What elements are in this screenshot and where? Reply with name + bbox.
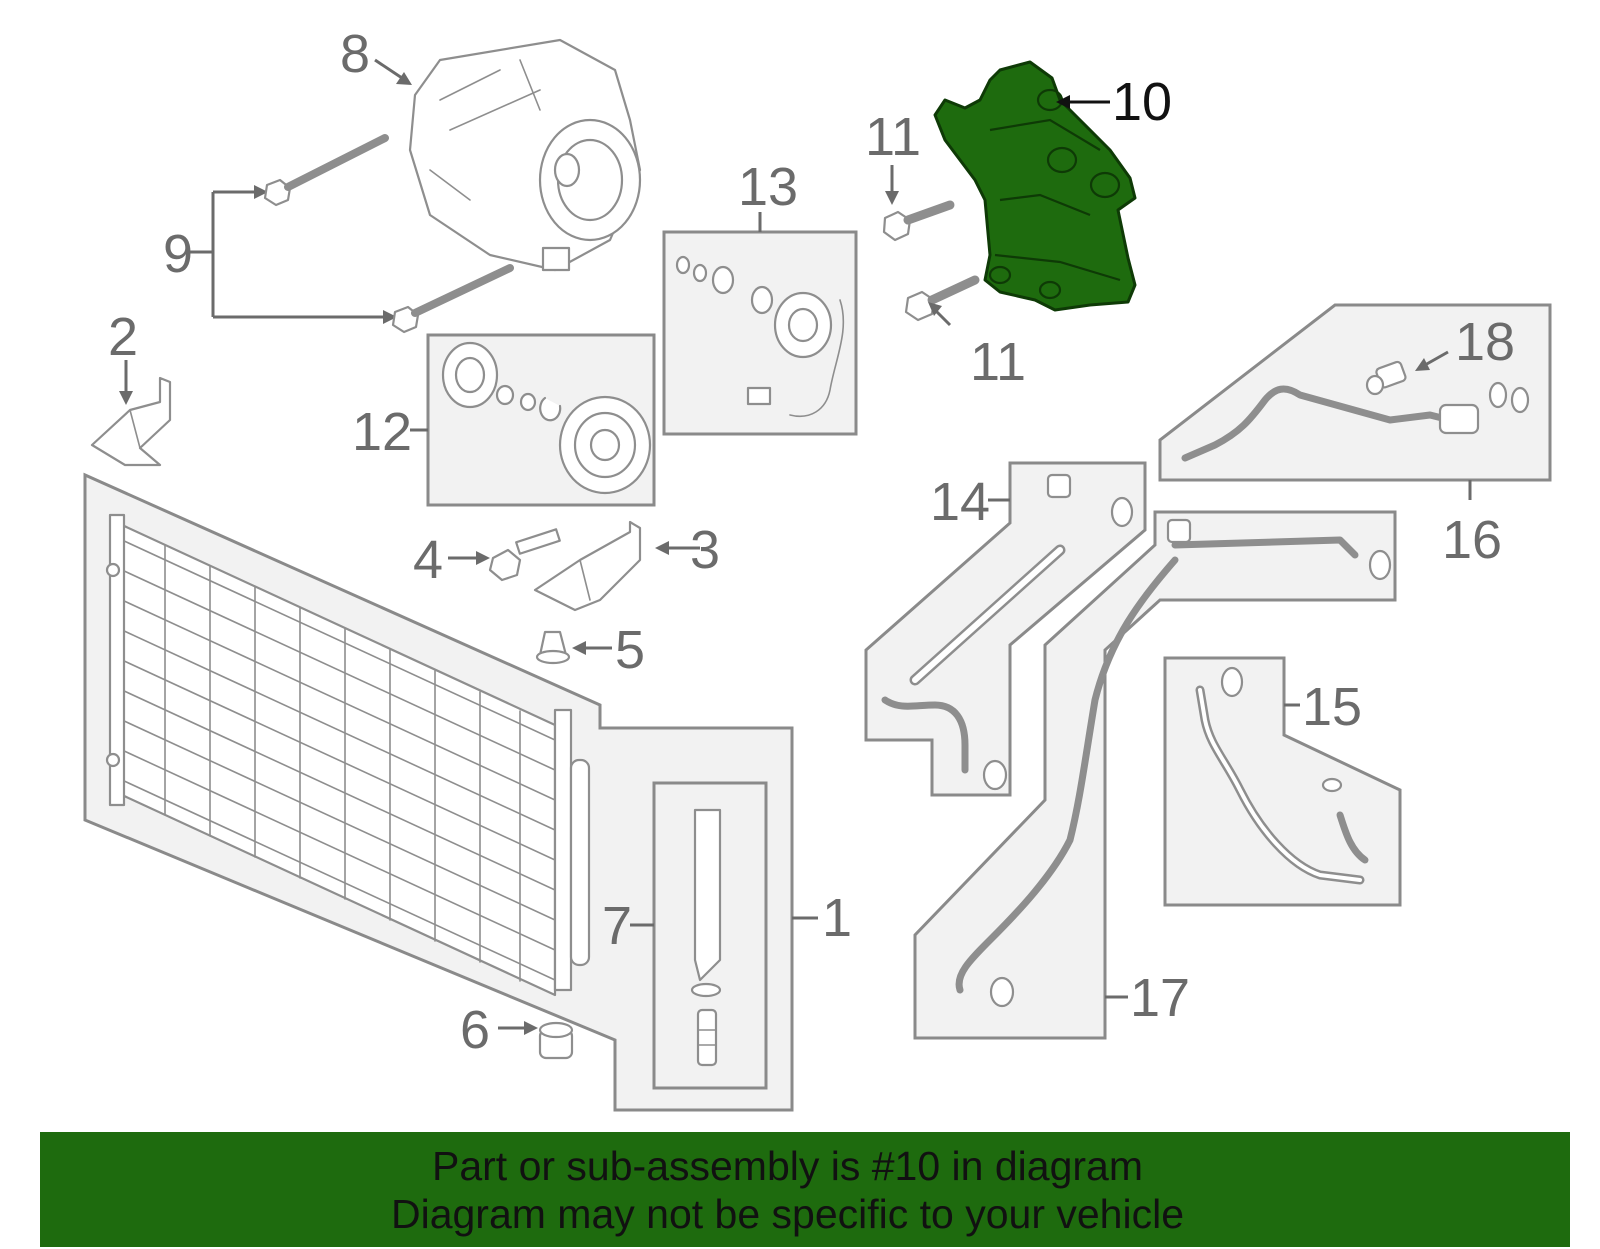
callout-9: 9 — [163, 224, 193, 284]
mount-6 — [538, 1021, 574, 1060]
clutch-kit — [441, 341, 652, 495]
callout-18: 18 — [1455, 312, 1515, 372]
compressor — [408, 38, 642, 272]
callout-15: 15 — [1302, 677, 1362, 737]
callout-13: 13 — [738, 157, 798, 217]
callout-5: 5 — [615, 620, 645, 680]
banner-line-2: Diagram may not be specific to your vehi… — [390, 1191, 1184, 1237]
callout-8: 8 — [340, 24, 370, 84]
callout-7: 7 — [602, 896, 632, 956]
callout-17: 17 — [1130, 968, 1190, 1028]
leaders — [119, 58, 1472, 1035]
suction-line-panel — [913, 510, 1397, 1040]
callout-6: 6 — [460, 1000, 490, 1060]
discharge-hose-panel — [864, 461, 1147, 797]
callout-10: 10 — [1112, 72, 1172, 132]
bracket-2 — [90, 376, 172, 467]
bracket-3 — [533, 520, 642, 612]
condenser — [105, 513, 591, 997]
coil-kit — [675, 255, 845, 417]
callout-2: 2 — [108, 307, 138, 367]
bolt-11-lower — [904, 275, 980, 322]
bolt-11-upper — [882, 200, 955, 242]
callout-4: 4 — [413, 530, 443, 590]
callout-11-upper: 11 — [865, 107, 921, 167]
compressor-bracket-10 — [933, 60, 1137, 312]
callout-16: 16 — [1442, 510, 1502, 570]
bolts-9 — [188, 134, 514, 334]
bolt-4 — [488, 528, 561, 582]
banner-line-1: Part or sub-assembly is #10 in diagram — [432, 1143, 1143, 1189]
callout-3: 3 — [690, 520, 720, 580]
callout-11-lower: 11 — [970, 332, 1026, 392]
discharge-hose — [881, 473, 1134, 791]
callout-12: 12 — [352, 402, 412, 462]
parts-diagram: 1 2 3 4 5 6 7 8 9 10 11 11 12 13 14 15 1… — [83, 24, 1552, 1112]
pressure-switch-18 — [1365, 360, 1407, 396]
suction-line — [955, 518, 1392, 1008]
liquid-line-panel — [1158, 303, 1552, 482]
mount-5 — [535, 630, 571, 665]
liquid-line — [1181, 381, 1530, 462]
info-banner: Part or sub-assembly is #10 in diagram D… — [40, 1132, 1570, 1247]
receiver-drier — [690, 808, 722, 1067]
suction-hose-panel — [1163, 656, 1402, 907]
suction-hose — [1195, 666, 1369, 885]
callout-1: 1 — [822, 888, 852, 948]
callout-14: 14 — [930, 472, 990, 532]
